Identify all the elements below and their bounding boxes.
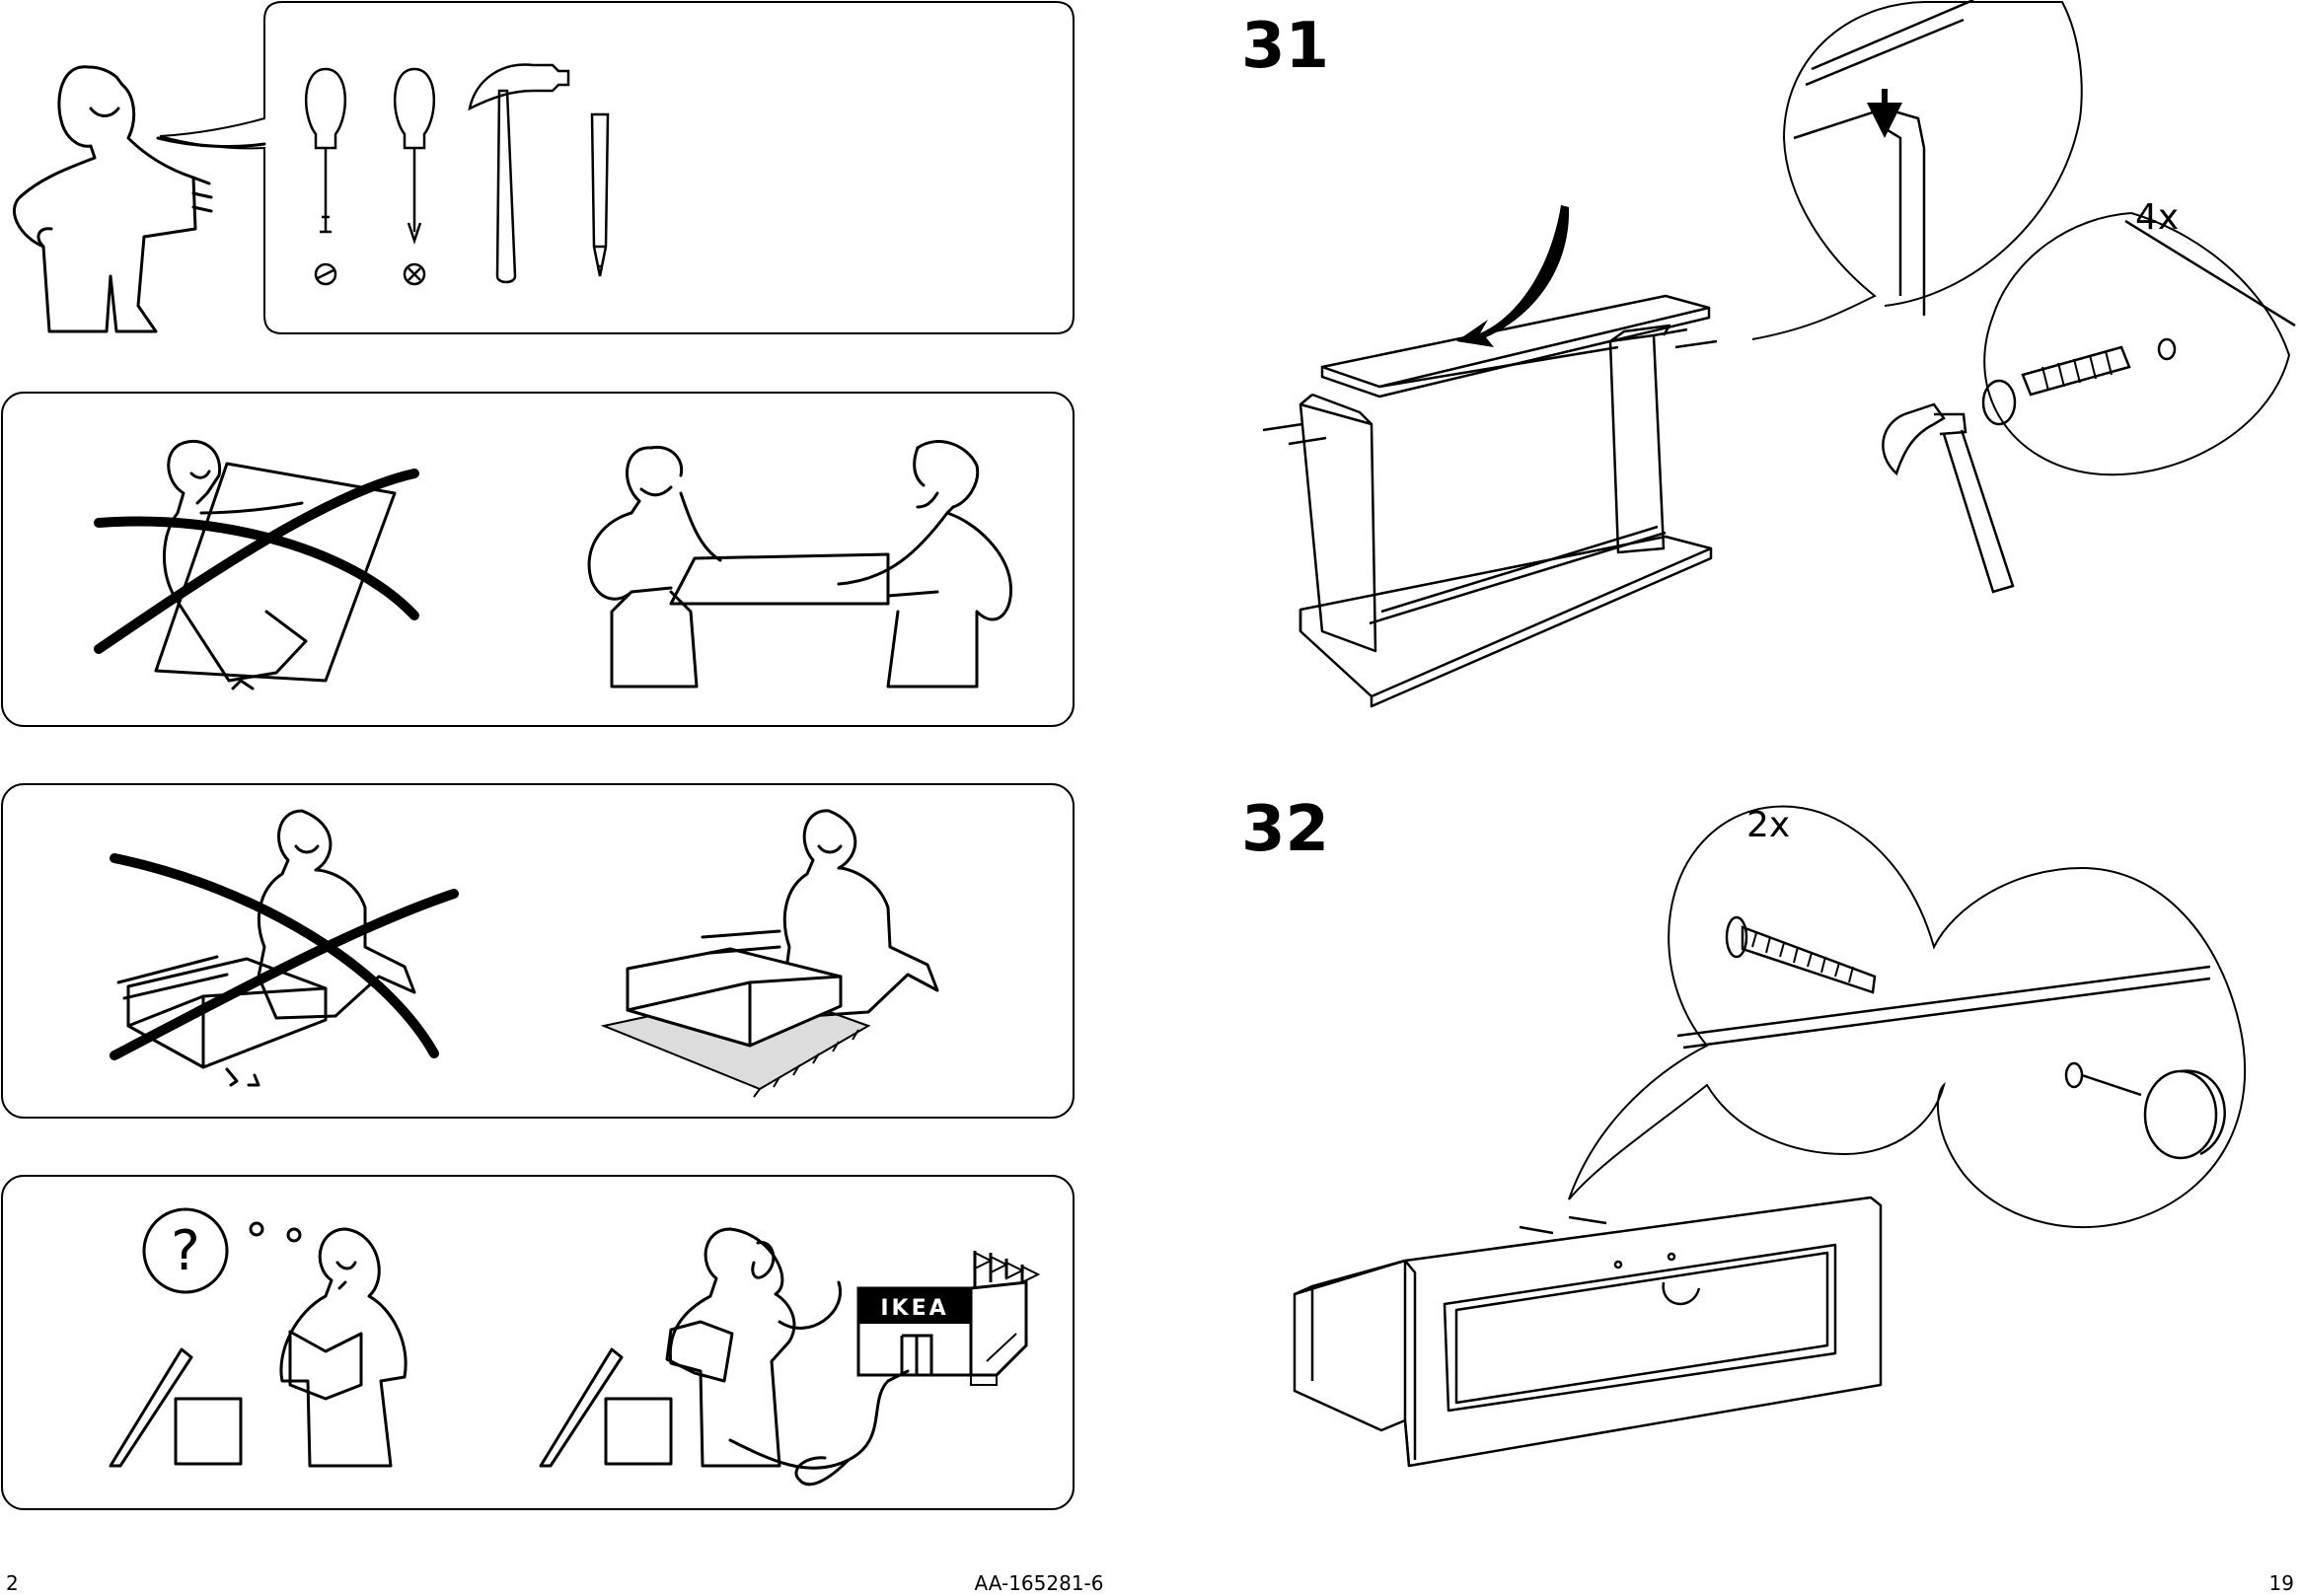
zoom-callout-screw — [1569, 807, 2245, 1228]
insert-arrow — [1456, 205, 1569, 347]
soft-floor-right — [628, 811, 937, 1046]
left-page-number: 2 — [6, 1571, 19, 1595]
callout-hammer-icon — [1883, 404, 2013, 592]
drawer-front-assembly — [1295, 1197, 1881, 1466]
confused-person — [111, 1229, 406, 1466]
calling-store-person — [541, 1229, 908, 1485]
single-person-lifting-wrong — [156, 441, 395, 689]
drawer-carcass — [1300, 296, 1711, 706]
question-mark: ? — [171, 1219, 200, 1283]
question-bubble: ? — [144, 1209, 300, 1292]
presenter-figure — [14, 67, 264, 331]
floor-panel — [2, 784, 1074, 1118]
lifting-panel — [2, 393, 1074, 726]
help-panel: ? IKEA — [2, 1176, 1074, 1509]
wrong-cross-mark — [114, 858, 454, 1055]
ikea-store-icon: IKEA — [858, 1251, 1038, 1385]
two-people-lifting-right — [589, 442, 1011, 687]
zoom-callout-hammer — [1983, 213, 2295, 474]
dowel-pins — [1263, 329, 1717, 444]
step-number: 31 — [1241, 10, 1329, 83]
callout-quantity: 4x — [2135, 197, 2179, 238]
right-page-number: 19 — [2269, 1571, 2294, 1595]
panel-frame — [2, 393, 1074, 726]
flathead-screwdriver-icon — [306, 69, 345, 284]
panel-frame — [2, 1176, 1074, 1509]
document-code: AA-165281-6 — [975, 1571, 1104, 1595]
hammer-icon — [470, 64, 568, 282]
step-32: 32 2x — [1241, 793, 2245, 1466]
step-31: 31 — [1241, 0, 2295, 706]
speech-bubble — [160, 2, 1074, 333]
store-sign-text: IKEA — [880, 1296, 948, 1321]
hard-floor-wrong — [118, 811, 414, 1085]
callout-quantity: 2x — [1746, 805, 1790, 845]
page-footer: 2 AA-165281-6 19 — [6, 1571, 2294, 1595]
tools-panel — [14, 2, 1074, 333]
step-number: 32 — [1241, 793, 1329, 866]
phillips-screwdriver-icon — [395, 69, 434, 284]
panel-frame — [2, 784, 1074, 1118]
pencil-icon — [592, 114, 608, 276]
zoom-callout-top — [1752, 0, 2082, 339]
wrong-cross-mark — [99, 473, 414, 649]
